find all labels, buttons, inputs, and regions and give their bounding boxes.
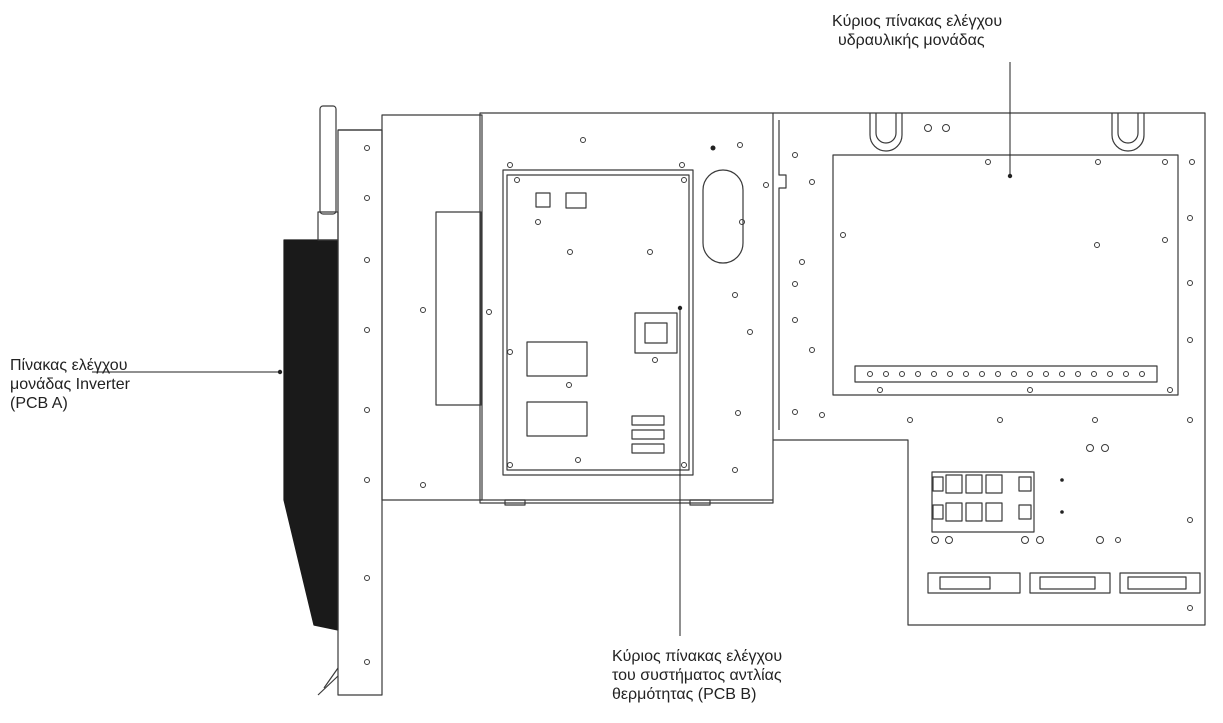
pcb-b-chip bbox=[634, 312, 678, 354]
hook-left bbox=[869, 113, 903, 152]
inverter-pcb-dark-block bbox=[283, 239, 339, 631]
connector-right bbox=[1119, 572, 1201, 594]
hook-right bbox=[1111, 113, 1145, 152]
pcb-b-board bbox=[502, 169, 694, 476]
terminal-block bbox=[931, 471, 1035, 533]
heat-pump-section bbox=[479, 112, 774, 506]
label-line: θερμότητας (PCB B) bbox=[612, 686, 757, 703]
label-line: Πίνακας ελέγχου bbox=[10, 357, 128, 374]
screw-holes bbox=[364, 124, 1195, 665]
label-line: του συστήματος αντλίας bbox=[612, 667, 782, 684]
hydraulic-plate-outline bbox=[773, 112, 1206, 626]
label-line: υδραυλικής μονάδας bbox=[838, 32, 985, 49]
label-inverter-board: Πίνακας ελέγχου μονάδας Inverter (PCB A) bbox=[10, 356, 130, 413]
label-heat-pump-board: Κύριος πίνακας ελέγχου του συστήματος αν… bbox=[612, 647, 782, 704]
hydraulic-section bbox=[773, 112, 1206, 626]
connector-middle bbox=[1029, 572, 1111, 594]
leader-lines bbox=[92, 62, 1011, 636]
label-line: Κύριος πίνακας ελέγχου bbox=[832, 13, 1003, 30]
terminal-strip-holes bbox=[867, 371, 1145, 377]
inverter-module bbox=[283, 105, 483, 696]
connector-left bbox=[927, 572, 1021, 594]
label-line: Κύριος πίνακας ελέγχου bbox=[612, 648, 783, 665]
handle-top bbox=[319, 105, 337, 215]
label-line: μονάδας Inverter bbox=[10, 376, 130, 393]
label-line: (PCB A) bbox=[10, 395, 68, 412]
oval-slot bbox=[702, 169, 744, 264]
side-rail bbox=[337, 129, 383, 696]
label-hydraulic-main-board: Κύριος πίνακας ελέγχου υδραυλικής μονάδα… bbox=[832, 12, 1002, 50]
terminal-strip bbox=[854, 365, 1158, 383]
hydraulic-main-board bbox=[832, 154, 1179, 396]
